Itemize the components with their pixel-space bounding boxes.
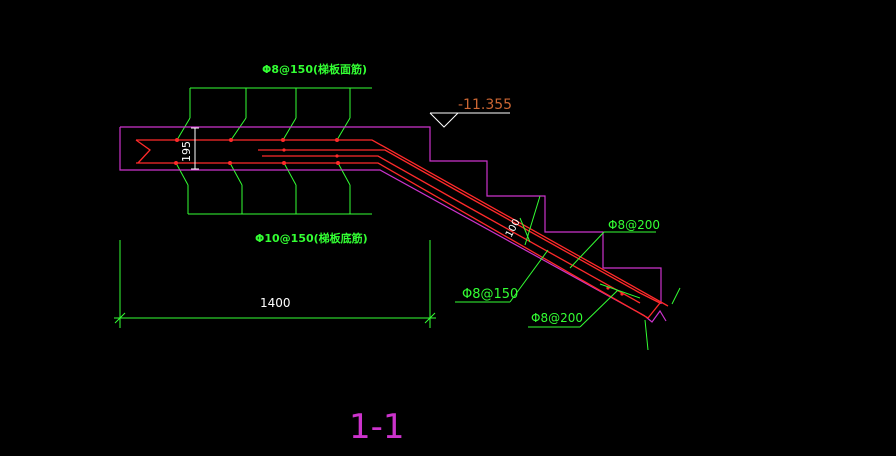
rebar — [135, 139, 669, 319]
level-mark-symbol — [429, 112, 510, 128]
concrete-outline — [119, 126, 667, 323]
bottom-rebar-label: Φ10@150(梯板底筋) — [255, 231, 368, 245]
slab-thickness-dim — [191, 127, 199, 170]
level-mark-label: -11.355 — [458, 97, 512, 113]
rebar-8-150-label: Φ8@150 — [462, 287, 518, 302]
length-dimension — [114, 240, 436, 328]
section-title: 1-1 — [349, 407, 405, 447]
top-rebar-leaders — [176, 87, 372, 141]
stair-thickness-dim — [519, 195, 541, 246]
bottom-rebar-leaders — [175, 162, 372, 215]
rebar-8-200-upper-label: Φ8@200 — [608, 218, 660, 232]
rebar-dots — [174, 138, 624, 296]
slab-thickness-label: 195 — [180, 141, 193, 162]
top-rebar-label: Φ8@150(梯板面筋) — [262, 62, 367, 76]
rebar-8-200-lower-label: Φ8@200 — [531, 311, 583, 325]
right-leaders — [455, 231, 681, 351]
length-dimension-label: 1400 — [260, 296, 291, 310]
